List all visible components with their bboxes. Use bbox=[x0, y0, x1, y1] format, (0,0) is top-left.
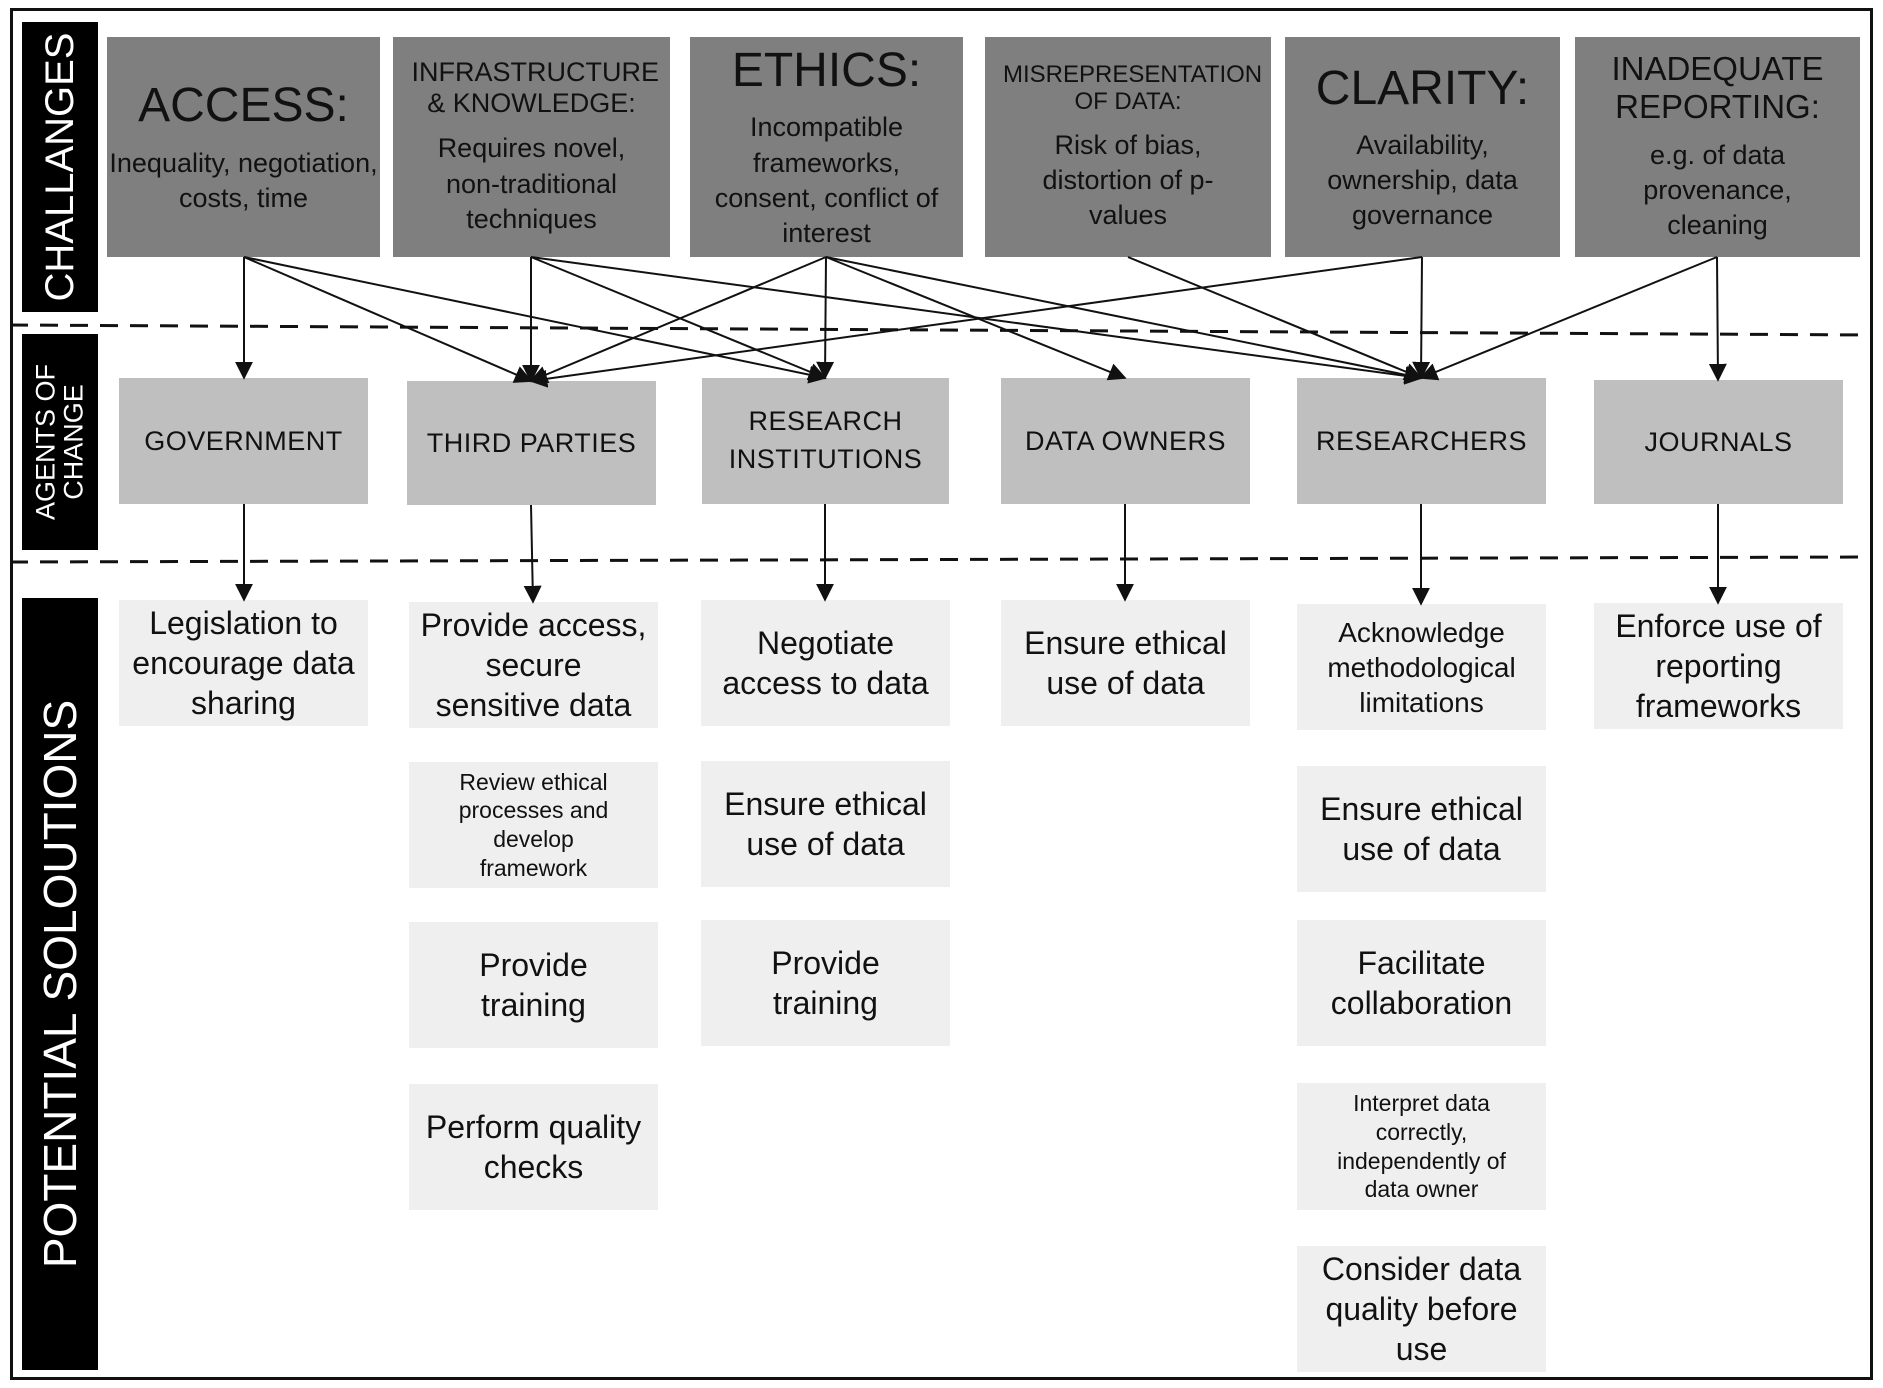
challenge-reporting-title: INADEQUATE REPORTING: bbox=[1611, 50, 1824, 126]
agent-journals: JOURNALS bbox=[1594, 380, 1843, 504]
section-solutions: POTENTIAL SOLOUTIONS bbox=[22, 598, 98, 1370]
agent-researchers: RESEARCHERS bbox=[1297, 378, 1546, 504]
solution-third-parties-1: Provide access, secure sensitive data bbox=[409, 602, 658, 728]
solution-government-1: Legislation to encourage data sharing bbox=[119, 600, 368, 726]
solution-text: Provide training bbox=[771, 945, 880, 1021]
solution-data-owners-1: Ensure ethical use of data bbox=[1001, 600, 1250, 726]
challenge-infrastructure-title: INFRASTRUCTURE & KNOWLEDGE: bbox=[411, 57, 660, 119]
solution-text: Enforce use of reporting frameworks bbox=[1615, 608, 1822, 724]
agent-government: GOVERNMENT bbox=[119, 378, 368, 504]
section-challenges: CHALLANGES bbox=[22, 22, 98, 312]
solution-researchers-4: Interpret data correctly, independently … bbox=[1297, 1083, 1546, 1210]
solution-text: Negotiate access to data bbox=[722, 625, 929, 701]
arrow-challenge-0-to-agent-2 bbox=[243, 256, 827, 384]
challenge-access: ACCESS: Inequality, negotiation, costs, … bbox=[107, 37, 380, 257]
solution-research-institutions-1: Negotiate access to data bbox=[701, 600, 950, 726]
challenge-misrepresentation-desc: Risk of bias, distortion of p-values bbox=[1042, 129, 1214, 231]
solution-research-institutions-3: Provide training bbox=[701, 920, 950, 1046]
solution-text: Ensure ethical use of data bbox=[1024, 625, 1227, 701]
challenge-clarity-desc: Availability, ownership, data governance bbox=[1327, 129, 1518, 231]
challenge-misrepresentation: MISREPRESENTATION OF DATA: Risk of bias,… bbox=[985, 37, 1271, 257]
section-agents: AGENTS OF CHANGE bbox=[22, 334, 98, 550]
arrow-agent-1-to-solution bbox=[523, 504, 542, 604]
arrow-challenge-2-to-agent-1 bbox=[529, 256, 827, 384]
arrow-challenge-2-to-agent-2 bbox=[816, 256, 835, 380]
arrow-challenge-2-to-agent-4 bbox=[825, 256, 1423, 384]
solution-third-parties-3: Provide training bbox=[409, 922, 658, 1048]
solution-text: Provide training bbox=[479, 947, 588, 1023]
solution-text: Review ethical processes and develop fra… bbox=[458, 768, 609, 881]
arrow-challenge-3-to-agent-4 bbox=[1127, 256, 1423, 381]
solution-text: Legislation to encourage data sharing bbox=[132, 605, 355, 721]
solution-researchers-1: Acknowledge methodological limitations bbox=[1297, 604, 1546, 730]
solution-researchers-5: Consider data quality before use bbox=[1297, 1246, 1546, 1372]
arrow-challenge-2-to-agent-3 bbox=[825, 256, 1127, 381]
arrow-challenge-5-to-agent-4 bbox=[1419, 256, 1718, 381]
challenge-access-desc: Inequality, negotiation, costs, time bbox=[109, 147, 378, 213]
agent-data-owners: DATA OWNERS bbox=[1001, 378, 1250, 504]
solution-research-institutions-2: Ensure ethical use of data bbox=[701, 761, 950, 887]
solution-text: Facilitate collaboration bbox=[1330, 945, 1513, 1021]
challenge-ethics: ETHICS: Incompatible frameworks, consent… bbox=[690, 37, 963, 257]
challenge-reporting-desc: e.g. of data provenance, cleaning bbox=[1643, 140, 1792, 241]
agent-data-owners-label: DATA OWNERS bbox=[1024, 425, 1226, 456]
dashed-divider-top bbox=[9, 323, 1874, 337]
challenge-infrastructure: INFRASTRUCTURE & KNOWLEDGE: Requires nov… bbox=[393, 37, 670, 257]
solution-third-parties-4: Perform quality checks bbox=[409, 1084, 658, 1210]
challenge-access-title: ACCESS: bbox=[138, 79, 349, 133]
agent-research-institutions-label: RESEARCH INSTITUTIONS bbox=[728, 406, 923, 474]
diagram-frame bbox=[10, 8, 1873, 1380]
arrow-challenge-4-to-agent-1 bbox=[529, 256, 1423, 388]
challenge-reporting: INADEQUATE REPORTING: e.g. of data prove… bbox=[1575, 37, 1860, 257]
solution-journals-1: Enforce use of reporting frameworks bbox=[1594, 603, 1843, 729]
solution-researchers-2: Ensure ethical use of data bbox=[1297, 766, 1546, 892]
solution-text: Perform quality checks bbox=[425, 1109, 642, 1185]
solution-text: Ensure ethical use of data bbox=[724, 786, 927, 862]
arrow-challenge-1-to-agent-2 bbox=[530, 256, 827, 381]
agent-third-parties-label: THIRD PARTIES bbox=[426, 427, 637, 458]
agent-researchers-label: RESEARCHERS bbox=[1315, 425, 1528, 456]
agent-third-parties: THIRD PARTIES bbox=[407, 381, 656, 505]
agent-government-label: GOVERNMENT bbox=[144, 425, 343, 456]
agent-research-institutions: RESEARCH INSTITUTIONS bbox=[702, 378, 949, 504]
challenge-ethics-desc: Incompatible frameworks, consent, confli… bbox=[714, 112, 939, 248]
agent-journals-label: JOURNALS bbox=[1644, 426, 1793, 457]
dashed-divider-bottom bbox=[9, 555, 1874, 564]
challenge-ethics-title: ETHICS: bbox=[731, 44, 922, 98]
challenge-clarity-title: CLARITY: bbox=[1315, 61, 1530, 115]
arrow-challenge-5-to-agent-5 bbox=[1708, 256, 1727, 382]
solution-text: Provide access, secure sensitive data bbox=[420, 607, 647, 723]
solution-text: Consider data quality before use bbox=[1321, 1251, 1522, 1367]
solution-text: Ensure ethical use of data bbox=[1320, 791, 1523, 867]
solution-researchers-3: Facilitate collaboration bbox=[1297, 920, 1546, 1046]
arrow-challenge-4-to-agent-4 bbox=[1412, 256, 1431, 380]
solution-text: Interpret data correctly, independently … bbox=[1337, 1090, 1506, 1203]
arrow-challenge-0-to-agent-1 bbox=[243, 256, 533, 383]
solution-third-parties-2: Review ethical processes and develop fra… bbox=[409, 762, 658, 888]
challenge-misrepresentation-title: MISREPRESENTATION OF DATA: bbox=[1003, 60, 1263, 116]
challenge-clarity: CLARITY: Availability, ownership, data g… bbox=[1285, 37, 1560, 257]
solution-text: Acknowledge methodological limitations bbox=[1327, 616, 1516, 718]
challenge-infrastructure-desc: Requires novel, non-traditional techniqu… bbox=[437, 133, 626, 234]
